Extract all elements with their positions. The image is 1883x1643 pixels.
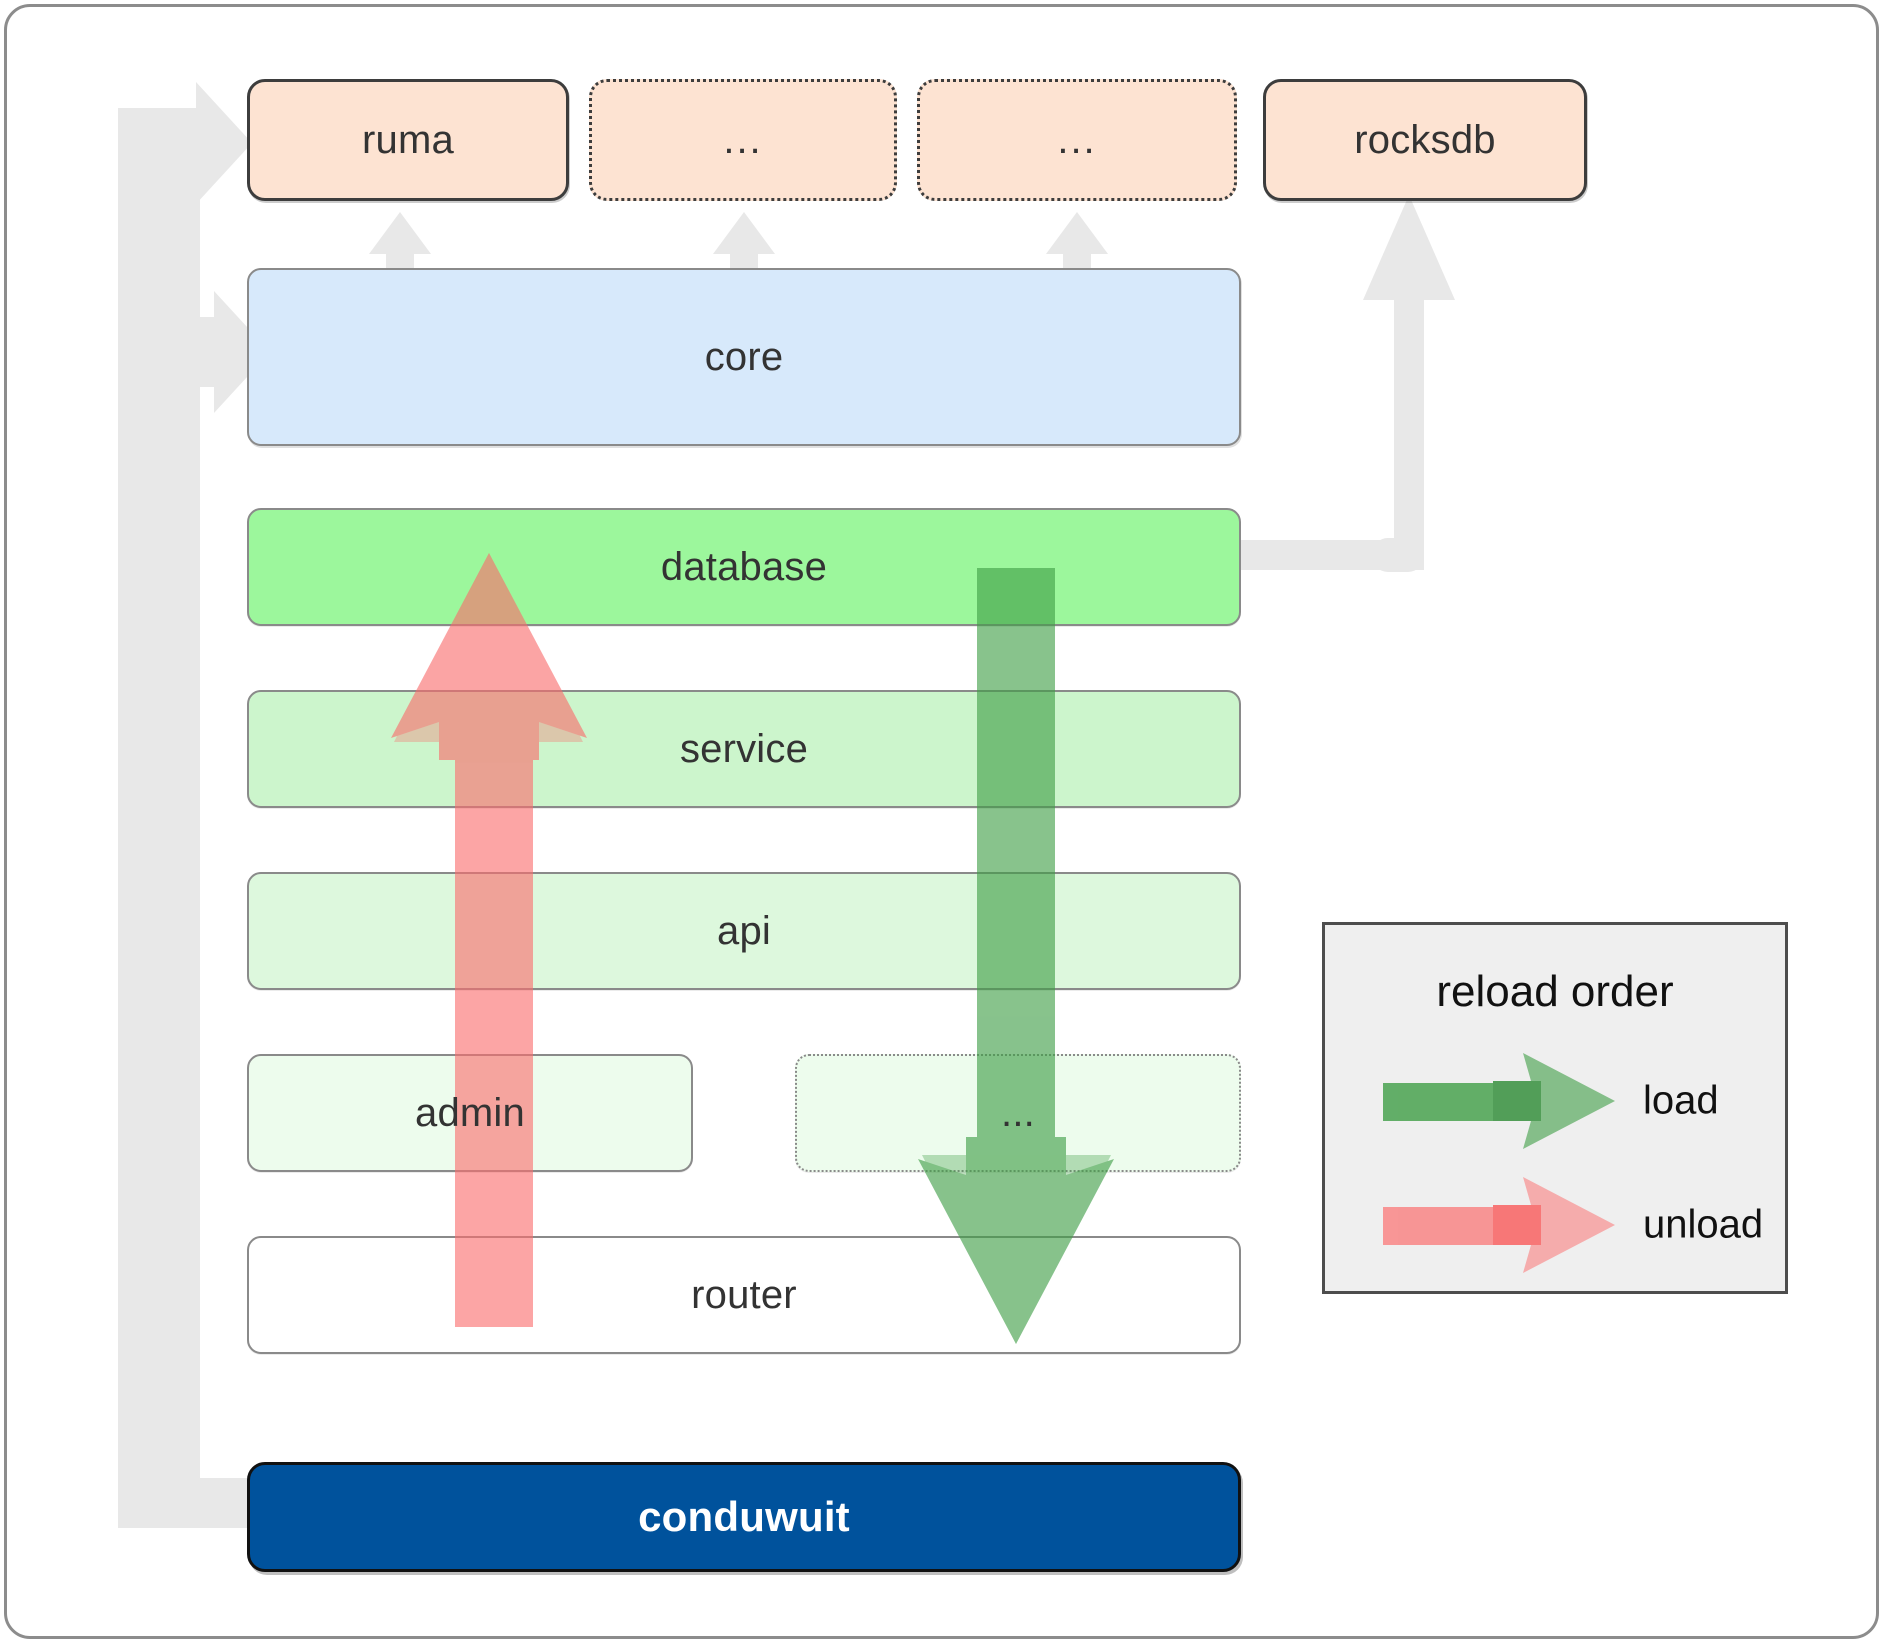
load-arrow-shaft — [977, 568, 1055, 1248]
node-conduwuit-label: conduwuit — [638, 1493, 850, 1540]
crate-rocksdb-label: rocksdb — [1354, 117, 1496, 162]
unload-arrow-shaft — [455, 655, 533, 1327]
node-database-label: database — [660, 544, 828, 589]
node-database[interactable]: database — [247, 508, 1241, 626]
link-rocksdb-arrowhead — [1363, 195, 1455, 300]
legend-load-arrow-icon — [1383, 1053, 1615, 1149]
link-database-to-rocksdb — [1241, 540, 1390, 570]
legend-unload-label: unload — [1643, 1202, 1764, 1247]
link-branch-to-core — [118, 291, 270, 413]
node-core-label: core — [704, 334, 784, 379]
legend-load-label: load — [1643, 1078, 1719, 1123]
node-router-label: router — [691, 1272, 797, 1317]
crate-ruma-label: ruma — [362, 117, 454, 162]
arrow-core-to-ruma — [369, 212, 431, 300]
load-arrow-head-outer — [922, 1155, 1111, 1344]
legend-title: reload order — [1436, 967, 1674, 1016]
legend-row-unload: unload — [1325, 1177, 1785, 1273]
crate-rocksdb[interactable]: rocksdb — [1263, 79, 1587, 201]
node-api-label: api — [717, 908, 771, 953]
node-conduwuit[interactable]: conduwuit — [247, 1462, 1241, 1572]
crate-placeholder-2-label: ... — [1057, 118, 1097, 162]
legend-panel: reload order load unload — [1322, 922, 1788, 1294]
arrow-core-to-dots1 — [713, 212, 775, 300]
link-branch-to-ruma — [118, 82, 252, 204]
crate-placeholder-1-label: ... — [723, 118, 763, 162]
node-api[interactable]: api — [247, 872, 1241, 990]
node-core[interactable]: core — [247, 268, 1241, 446]
load-arrow — [918, 568, 1114, 1344]
link-elbow — [1372, 538, 1424, 572]
node-router[interactable]: router — [247, 1236, 1241, 1354]
arrow-core-to-dots2 — [1046, 212, 1108, 300]
legend-unload-arrow-icon — [1383, 1177, 1615, 1273]
unload-arrow-head — [391, 553, 587, 760]
legend-row-load: load — [1325, 1053, 1785, 1149]
crate-placeholder-2[interactable]: ... — [917, 79, 1237, 201]
link-branch-to-conduwuit — [118, 1478, 250, 1528]
link-rocksdb-riser — [1394, 300, 1424, 570]
load-arrow-head — [918, 1137, 1114, 1344]
unload-arrow-head-outer — [394, 553, 583, 742]
link-conduwuit-to-ruma-and-core — [118, 130, 200, 1528]
node-service-label: service — [679, 726, 809, 771]
node-admin-label: admin — [415, 1090, 525, 1135]
unload-arrow — [391, 553, 587, 1327]
crate-placeholder-1[interactable]: ... — [589, 79, 897, 201]
crate-ruma[interactable]: ruma — [247, 79, 569, 201]
node-stack-placeholder-label: ... — [1001, 1090, 1035, 1135]
